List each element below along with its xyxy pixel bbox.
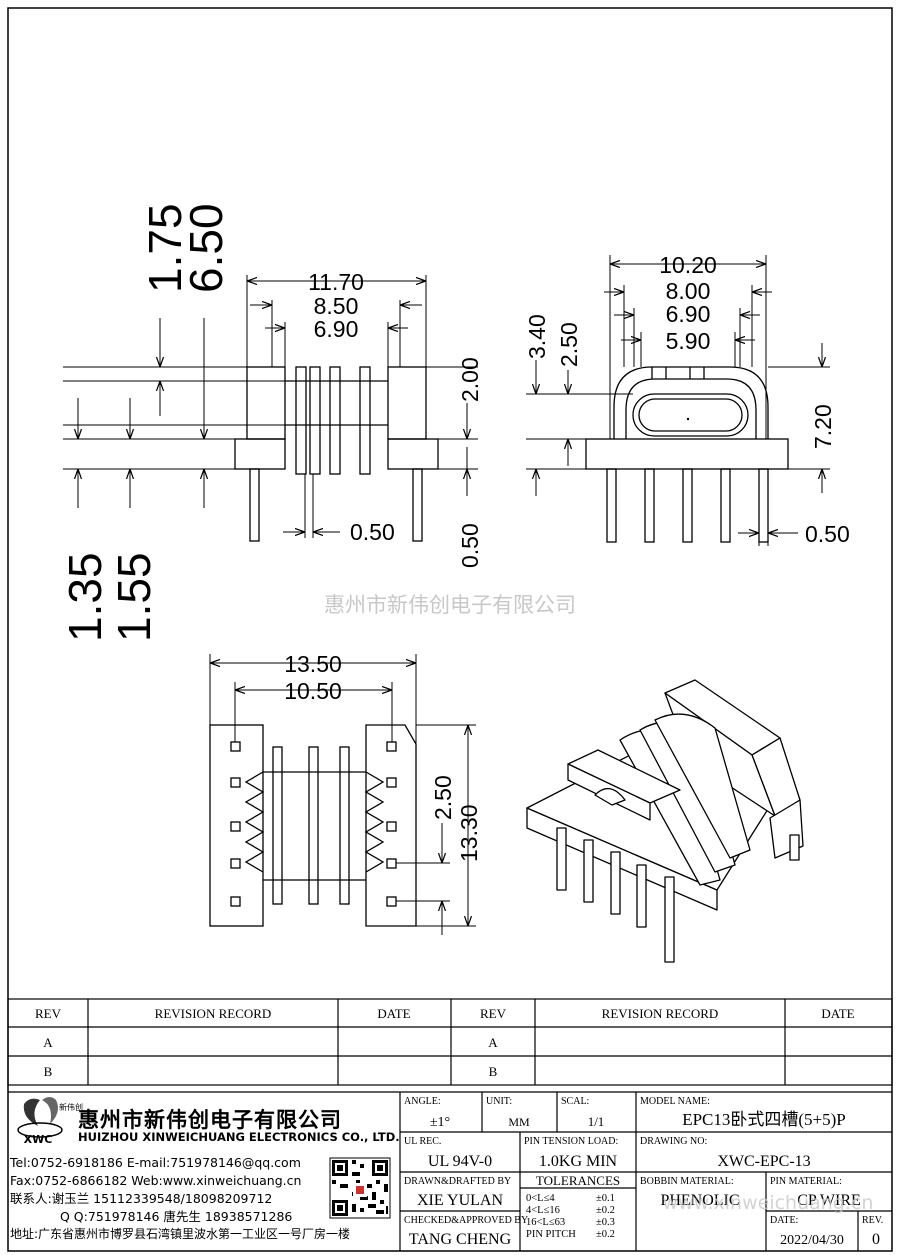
dim-0-50-pin: 0.50 [350, 519, 395, 545]
tolerances-label: TOLERANCES [536, 1173, 620, 1188]
bottom-view-dim-text: 13.50 10.50 2.50 13.30 [284, 651, 482, 862]
dim-1-35: 1.35 [59, 552, 111, 642]
tol-range-1: 0<L≤4 [526, 1193, 555, 1204]
angle-label: ANGLE: [404, 1096, 441, 1107]
company-fax: Fax:0752-6866182 Web:www.xinweichuang.cn [10, 1173, 302, 1188]
dim-0-50-front-pin: 0.50 [805, 521, 850, 547]
bottom-view [209, 724, 417, 927]
dim-10-50: 10.50 [284, 678, 342, 704]
date-label: DATE: [770, 1215, 798, 1226]
drawing-label: DRAWING NO: [640, 1136, 707, 1147]
dim-1-55: 1.55 [108, 552, 160, 642]
revision-table-text: REV REVISION RECORD DATE REV REVISION RE… [35, 1006, 855, 1079]
scale-label: SCAL: [561, 1096, 589, 1107]
rev-header-2: REV [480, 1006, 507, 1021]
dim-13-50: 13.50 [284, 651, 342, 677]
rev-a: A [43, 1035, 53, 1050]
dim-0-50-vertical: 0.50 [457, 523, 483, 568]
dim-2-50-front: 2.50 [556, 322, 582, 367]
date-header-2: DATE [821, 1006, 854, 1021]
unit-value: MM [508, 1115, 530, 1129]
drawing-value: XWC-EPC-13 [717, 1153, 810, 1170]
tol-value-3: ±0.3 [596, 1217, 615, 1228]
tension-label: PIN TENSION LOAD: [524, 1136, 618, 1147]
tol-range-4: PIN PITCH [526, 1229, 576, 1240]
side-view-left-dim-text: 11.70 8.50 6.90 1.75 6.50 1.35 1.55 2.00… [59, 203, 483, 642]
company-name-en: HUIZHOU XINWEICHUANG ELECTRONICS CO., LT… [78, 1130, 400, 1144]
company-address: 地址:广东省惠州市博罗县石湾镇里波水第一工业区一号厂房一楼 [10, 1227, 351, 1241]
rev-label: REV. [862, 1215, 883, 1226]
dim-10-20: 10.20 [659, 252, 717, 278]
model-value: EPC13卧式四槽(5+5)P [682, 1110, 846, 1129]
tol-value-4: ±0.2 [596, 1229, 615, 1240]
dim-13-30: 13.30 [456, 804, 482, 862]
checked-value: TANG CHENG [409, 1231, 512, 1248]
date-value: 2022/04/30 [780, 1233, 844, 1248]
bobbin-label: BOBBIN MATERIAL: [640, 1176, 734, 1187]
dim-6-50: 6.50 [180, 203, 232, 293]
title-block-grid [399, 1092, 892, 1251]
logo-cn-text: 新伟创 [59, 1102, 83, 1112]
qr-code-icon [329, 1157, 391, 1219]
drawn-label: DRAWN&DRAFTED BY [404, 1176, 511, 1187]
tol-range-3: 16<L≤63 [526, 1217, 565, 1228]
center-mark [686, 417, 690, 421]
ul-label: UL REC. [404, 1136, 441, 1147]
dim-2-50-bottom: 2.50 [430, 775, 456, 820]
company-qq: Q Q:751978146 唐先生 18938571286 [60, 1209, 293, 1224]
company-contact: 联系人:谢玉兰 15112339548/18098209712 [10, 1191, 273, 1206]
dim-5-90: 5.90 [666, 328, 711, 354]
pin-material-value: CP WIRE [797, 1192, 861, 1209]
watermark-url: www.xinweichuang.cn [663, 1192, 874, 1214]
company-tel: Tel:0752-6918186 E-mail:751978146@qq.com [10, 1155, 301, 1170]
rev-b-2: B [489, 1064, 498, 1079]
tension-value: 1.0KG MIN [539, 1153, 618, 1170]
side-view-left-dimensions [63, 275, 478, 538]
company-name-cn: 惠州市新伟创电子有限公司 [78, 1108, 342, 1132]
rev-a-2: A [488, 1035, 498, 1050]
checked-label: CHECKED&APPROVED BY [404, 1215, 528, 1226]
dim-11-70: 11.70 [308, 269, 364, 295]
sheet-border [7, 7, 893, 1252]
rev-b: B [44, 1064, 53, 1079]
revision-record-header-2: REVISION RECORD [602, 1006, 719, 1021]
ul-value: UL 94V-0 [428, 1153, 492, 1170]
drawn-value: XIE YULAN [417, 1192, 504, 1209]
date-header: DATE [377, 1006, 410, 1021]
rev-value: 0 [872, 1231, 880, 1248]
pin-material-label: PIN MATERIAL: [770, 1176, 842, 1187]
front-view-right-dim-text: 10.20 8.00 6.90 5.90 3.40 2.50 7.20 0.50 [524, 252, 850, 547]
model-label: MODEL NAME: [640, 1096, 710, 1107]
dim-1-75: 1.75 [139, 203, 191, 293]
dim-8-00: 8.00 [666, 278, 711, 304]
revision-table [7, 998, 893, 1093]
bottom-view-dimensions [209, 654, 476, 935]
dim-7-20: 7.20 [810, 404, 836, 449]
tol-value-2: ±0.2 [596, 1205, 615, 1216]
rev-header: REV [35, 1006, 62, 1021]
side-view-left [234, 366, 439, 542]
tol-value-1: ±0.1 [596, 1193, 615, 1204]
dim-6-90-front: 6.90 [666, 301, 711, 327]
front-view-right-dimensions [526, 255, 830, 546]
angle-value: ±1° [430, 1115, 450, 1130]
dim-8-50: 8.50 [314, 293, 359, 319]
front-view-right [585, 366, 789, 543]
dim-2-00: 2.00 [457, 357, 483, 402]
revision-record-header: REVISION RECORD [155, 1006, 272, 1021]
watermark-text: 惠州市新伟创电子有限公司 [324, 593, 576, 617]
scale-value: 1/1 [588, 1114, 605, 1129]
tol-range-2: 4<L≤16 [526, 1205, 560, 1216]
dim-3-40: 3.40 [524, 314, 550, 359]
company-logo: 新伟创 XWC [17, 1097, 83, 1146]
title-block-text: ANGLE: ±1° UNIT: MM SCAL: 1/1 MODEL NAME… [404, 1096, 883, 1248]
logo-text: XWC [24, 1133, 53, 1146]
isometric-view [526, 679, 804, 963]
unit-label: UNIT: [486, 1096, 512, 1107]
dim-6-90: 6.90 [314, 316, 359, 342]
bobbin-value: PHENOLIC [660, 1192, 739, 1209]
